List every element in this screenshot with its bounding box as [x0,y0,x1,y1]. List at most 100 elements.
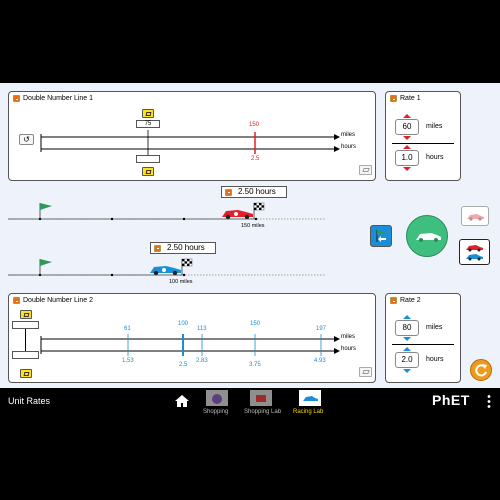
panel-header: Rate 2 [390,297,421,304]
panel-title: Rate 1 [400,95,421,102]
panel-title: Double Number Line 1 [23,95,94,102]
marker-bottom-value-box[interactable] [136,155,160,163]
top-unit-label: miles [341,132,356,138]
panel-title: Rate 2 [400,297,421,304]
collapse-button[interactable] [390,95,397,102]
sim-screen: Double Number Line 1 ↺ 75 150 2.5 miles … [0,83,500,388]
rate-bottom-decrement-button[interactable] [403,167,411,171]
timer-label: 2.50 hours [238,187,276,196]
race-1-distance-label: 150 miles [241,223,265,229]
double-number-line-2-panel: Double Number Line 2 61 1.53 100 2.5 113… [8,293,376,383]
race-1-timer: 2.50 hours [221,186,287,198]
race-track-2 [8,258,326,277]
edit-top-button[interactable] [20,310,32,319]
panel-header: Double Number Line 2 [13,297,93,304]
menu-dots-icon [487,395,491,408]
bottom-input-box[interactable] [12,351,39,359]
tick-bottom-label: 1.53 [122,358,134,364]
collapse-button[interactable] [13,95,20,102]
rate-bottom-value[interactable]: 1.0 [395,150,419,166]
marker-red-top-label: 150 [249,122,260,128]
tick-bottom-label: 3.75 [249,362,261,368]
two-cars-toggle[interactable] [459,239,490,265]
edit-top-button[interactable] [142,109,154,118]
shopping-tab-icon [206,390,228,406]
rate-top-increment-button[interactable] [403,315,411,319]
app-title: Unit Rates [8,396,51,406]
rate-bottom-decrement-button[interactable] [403,369,411,373]
tab-racing-lab[interactable]: Racing Lab [293,390,326,415]
double-number-line-1-axes [40,130,340,156]
tab-shopping[interactable]: Shopping [203,390,233,415]
tick-bottom-label: 2.5 [179,362,188,368]
home-icon [175,395,189,407]
reset-all-button[interactable] [470,359,492,381]
tab-label: Racing Lab [293,409,324,415]
double-number-line-2-axes [40,334,340,356]
single-car-icon [467,214,484,221]
rate-bottom-value[interactable]: 2.0 [395,352,419,368]
rate-divider [392,344,454,345]
rate-top-unit: miles [426,324,443,331]
rate-bottom-increment-button[interactable] [403,145,411,149]
one-car-toggle[interactable] [461,206,489,226]
racing-lab-tab-icon [299,390,321,406]
blue-car [150,266,181,276]
rate-top-value[interactable]: 60 [395,119,419,135]
rate-top-decrement-button[interactable] [403,337,411,341]
panel-header: Rate 1 [390,95,421,102]
panel-header: Double Number Line 1 [13,95,93,102]
rate-divider [392,143,454,144]
tab-label: Shopping [203,409,229,415]
rate-2-panel: Rate 2 80 miles 2.0 hours [385,293,461,383]
eraser-button[interactable] [359,165,372,175]
tab-label: Shopping Lab [244,409,282,415]
reset-arrow-icon [475,364,487,377]
collapse-button[interactable] [154,244,161,252]
input-connector [25,329,26,351]
phet-menu-button[interactable] [487,394,491,409]
collapse-button[interactable] [13,297,20,304]
tick-top-label: 150 [250,321,261,327]
phet-logo: PhET [432,392,470,408]
timer-label: 2.50 hours [167,243,205,252]
rate-top-value[interactable]: 80 [395,320,419,336]
rate-top-increment-button[interactable] [403,114,411,118]
edit-bottom-button[interactable] [142,167,154,176]
car-icon [416,233,441,242]
tick-top-label: 61 [124,326,131,332]
edit-bottom-button[interactable] [20,369,32,378]
collapse-button[interactable] [225,188,232,196]
reset-race-button[interactable] [370,225,392,247]
marker-red-bottom-label: 2.5 [251,156,260,162]
tick-bottom-label: 4.93 [314,358,326,364]
rate-top-decrement-button[interactable] [403,136,411,140]
tab-shopping-lab[interactable]: Shopping Lab [244,390,281,415]
undo-button[interactable]: ↺ [19,134,34,145]
top-input-box[interactable] [12,321,39,329]
race-2-distance-label: 100 miles [169,279,193,285]
rate-bottom-unit: hours [426,154,444,161]
rate-bottom-unit: hours [426,356,444,363]
home-button[interactable] [174,394,190,408]
reset-flag-icon [376,230,386,242]
tick-top-label: 100 [178,321,189,327]
eraser-button[interactable] [359,367,372,377]
top-unit-label: miles [341,334,356,340]
tick-top-label: 113 [197,326,207,332]
tick-top-label: 197 [316,326,327,332]
rate-top-unit: miles [426,123,443,130]
race-play-button[interactable] [406,215,448,257]
bottom-unit-label: hours [341,144,357,150]
race-track-1 [8,202,326,221]
collapse-button[interactable] [390,297,397,304]
panel-title: Double Number Line 2 [23,297,94,304]
race-2-timer: 2.50 hours [150,242,216,254]
rate-bottom-increment-button[interactable] [403,347,411,351]
marker-top-value-box[interactable]: 75 [136,120,160,128]
two-cars-icon [466,245,483,261]
bottom-unit-label: hours [341,346,357,352]
navigation-bar: Unit Rates Shopping Shopping Lab Racing … [0,388,500,416]
double-number-line-1-panel: Double Number Line 1 ↺ 75 150 2.5 miles … [8,91,376,181]
shopping-lab-tab-icon [250,390,272,406]
